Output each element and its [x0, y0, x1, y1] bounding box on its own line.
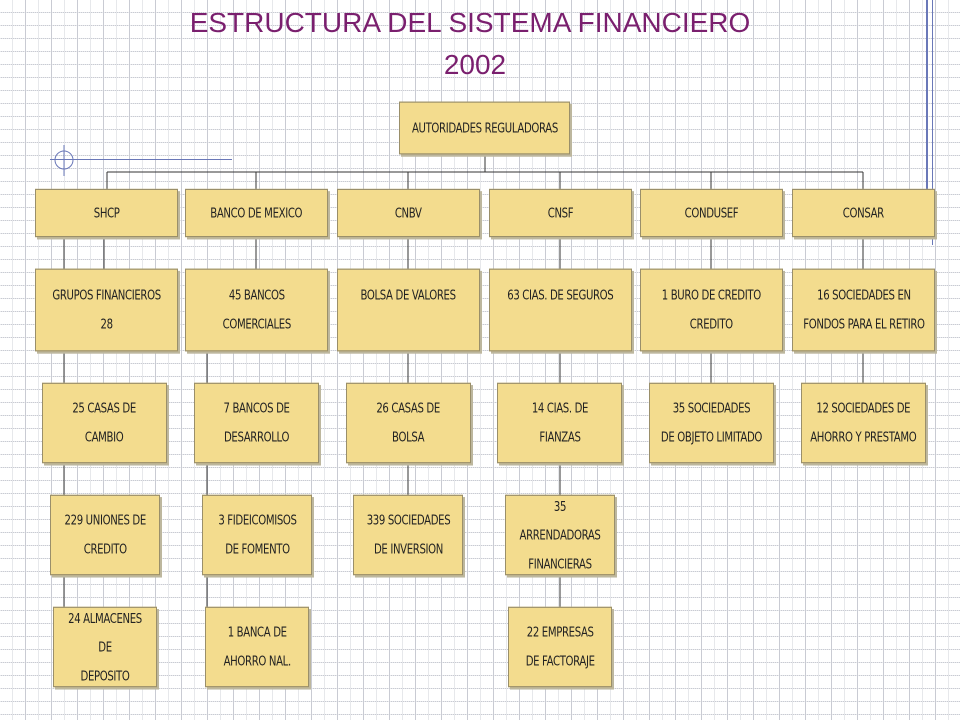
node-condusef: CONDUSEF — [640, 188, 783, 238]
node-sociedades-objeto-limitado: 35 SOCIEDADES DE OBJETO LIMITADO — [649, 382, 774, 464]
diagram-title: ESTRUCTURA DEL SISTEMA FINANCIERO — [189, 7, 751, 38]
decorative-vertical-line-right — [932, 0, 933, 245]
decorative-horizontal-line — [50, 159, 232, 160]
node-fideicomisos-fomento: 3 FIDEICOMISOS DE FOMENTO — [202, 494, 312, 576]
node-sociedades-inversion: 339 SOCIEDADES DE INVERSION — [353, 494, 463, 576]
node-empresas-factoraje: 22 EMPRESAS DE FACTORAJE — [508, 606, 612, 688]
node-casas-de-bolsa: 26 CASAS DE BOLSA — [346, 382, 471, 464]
node-bolsa-de-valores: BOLSA DE VALORES — [337, 268, 480, 352]
node-uniones-de-credito: 229 UNIONES DE CREDITO — [50, 494, 160, 576]
node-banca-ahorro-nal: 1 BANCA DE AHORRO NAL. — [205, 606, 309, 688]
node-almacenes-deposito: 24 ALMACENES DE DEPOSITO — [53, 606, 157, 688]
node-root: AUTORIDADES REGULADORAS — [399, 101, 570, 155]
decorative-vertical-line — [926, 0, 928, 190]
node-bancos-desarrollo: 7 BANCOS DE DESARROLLO — [194, 382, 319, 464]
node-bancos-comerciales: 45 BANCOS COMERCIALES — [185, 268, 328, 352]
node-cnsf: CNSF — [489, 188, 632, 238]
node-fondos-retiro: 16 SOCIEDADES EN FONDOS PARA EL RETIRO — [792, 268, 935, 352]
node-cnbv: CNBV — [337, 188, 480, 238]
node-consar: CONSAR — [792, 188, 935, 238]
node-cias-seguros: 63 CIAS. DE SEGUROS — [489, 268, 632, 352]
node-grupos-financieros: GRUPOS FINANCIEROS 28 — [35, 268, 178, 352]
node-cias-fianzas: 14 CIAS. DE FIANZAS — [497, 382, 622, 464]
node-arrendadoras-financieras: 35 ARRENDADORAS FINANCIERAS — [505, 494, 615, 576]
node-sociedades-ahorro: 12 SOCIEDADES DE AHORRO Y PRESTAMO — [801, 382, 926, 464]
node-shcp: SHCP — [35, 188, 178, 238]
diagram-year: 2002 — [443, 49, 507, 80]
node-casas-de-cambio: 25 CASAS DE CAMBIO — [42, 382, 167, 464]
node-buro-de-credito: 1 BURO DE CREDITO CREDITO — [640, 268, 783, 352]
node-banco-de-mexico: BANCO DE MEXICO — [185, 188, 328, 238]
